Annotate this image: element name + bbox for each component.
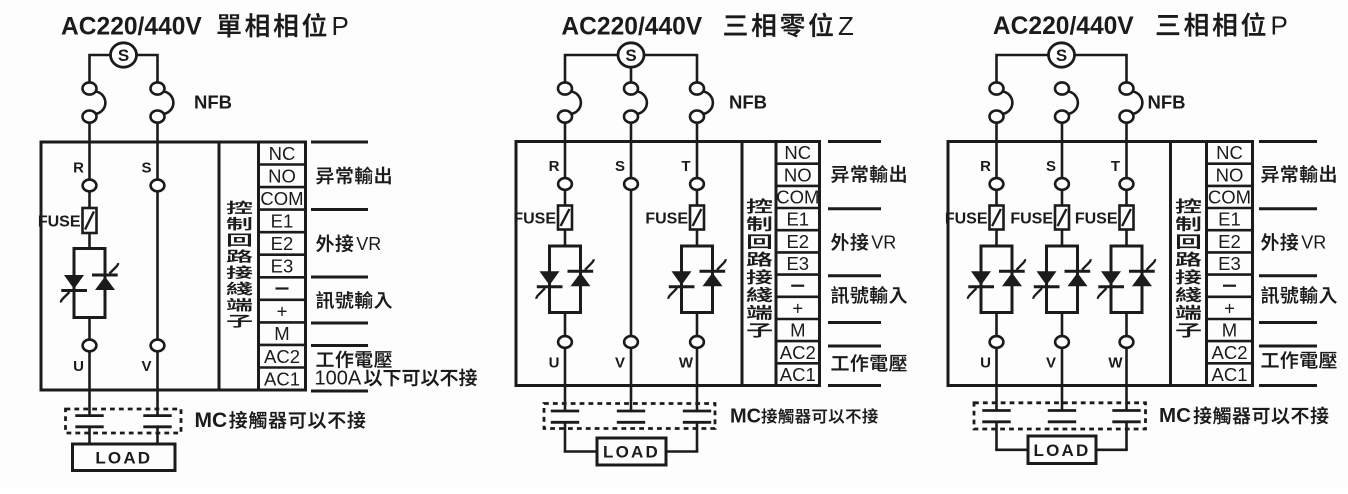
- svg-text:T: T: [1111, 158, 1120, 175]
- svg-text:MC: MC: [1159, 404, 1191, 427]
- svg-text:VR: VR: [356, 234, 381, 254]
- svg-text:W: W: [1108, 355, 1123, 372]
- svg-text:S: S: [141, 160, 151, 177]
- svg-text:+: +: [792, 298, 803, 319]
- svg-text:V: V: [615, 355, 625, 372]
- svg-text:E2: E2: [271, 233, 294, 254]
- svg-text:U: U: [73, 358, 84, 375]
- svg-text:COM: COM: [260, 188, 303, 209]
- svg-text:E1: E1: [786, 209, 809, 230]
- svg-text:M: M: [790, 320, 805, 341]
- svg-text:R: R: [549, 158, 560, 175]
- svg-text:AC2: AC2: [780, 342, 816, 363]
- svg-text:FUSE: FUSE: [513, 210, 556, 227]
- svg-text:AC220/440V: AC220/440V: [61, 14, 202, 41]
- svg-text:S: S: [1056, 46, 1067, 65]
- svg-text:M: M: [1222, 320, 1237, 341]
- svg-text:+: +: [277, 301, 288, 322]
- svg-text:VR: VR: [1301, 233, 1326, 253]
- svg-text:NO: NO: [1216, 164, 1244, 185]
- svg-text:NFB: NFB: [729, 92, 767, 113]
- svg-text:E2: E2: [1218, 231, 1241, 252]
- svg-text:LOAD: LOAD: [1034, 441, 1091, 460]
- svg-text:S: S: [1046, 158, 1056, 175]
- svg-text:S: S: [118, 46, 129, 65]
- svg-text:FUSE: FUSE: [945, 210, 988, 227]
- svg-text:+: +: [1224, 298, 1235, 319]
- svg-text:VR: VR: [871, 233, 896, 253]
- svg-text:T: T: [681, 158, 690, 175]
- svg-text:AC220/440V: AC220/440V: [561, 13, 702, 40]
- svg-text:MC: MC: [730, 406, 761, 428]
- svg-text:E1: E1: [271, 211, 294, 232]
- svg-text:NO: NO: [784, 164, 812, 185]
- svg-text:U: U: [980, 355, 991, 372]
- svg-text:NC: NC: [1216, 142, 1243, 163]
- svg-text:FUSE: FUSE: [645, 210, 688, 227]
- svg-text:COM: COM: [776, 187, 819, 208]
- svg-text:FUSE: FUSE: [38, 213, 81, 230]
- svg-text:E3: E3: [1218, 253, 1241, 274]
- svg-text:NC: NC: [269, 143, 296, 164]
- svg-text:W: W: [679, 355, 694, 372]
- svg-text:E2: E2: [786, 231, 809, 252]
- svg-text:COM: COM: [1208, 187, 1251, 208]
- svg-text:Z: Z: [838, 11, 854, 41]
- svg-text:AC1: AC1: [264, 368, 300, 389]
- svg-text:LOAD: LOAD: [603, 443, 660, 462]
- svg-text:AC2: AC2: [264, 346, 300, 367]
- svg-text:V: V: [1046, 355, 1056, 372]
- svg-text:AC1: AC1: [1212, 364, 1248, 385]
- svg-text:V: V: [141, 358, 151, 375]
- svg-text:NFB: NFB: [1148, 92, 1186, 113]
- svg-text:FUSE: FUSE: [1075, 210, 1118, 227]
- svg-text:AC2: AC2: [1212, 342, 1248, 363]
- svg-text:U: U: [549, 355, 560, 372]
- svg-text:LOAD: LOAD: [95, 448, 152, 467]
- svg-text:AC1: AC1: [780, 364, 816, 385]
- svg-text:E3: E3: [786, 253, 809, 274]
- svg-text:FUSE: FUSE: [1010, 210, 1053, 227]
- svg-text:S: S: [615, 158, 625, 175]
- svg-text:100A: 100A: [315, 367, 362, 389]
- svg-text:E1: E1: [1218, 209, 1241, 230]
- svg-text:P: P: [1271, 11, 1288, 41]
- svg-text:R: R: [73, 160, 84, 177]
- svg-text:S: S: [625, 46, 636, 65]
- svg-text:MC: MC: [195, 409, 228, 432]
- svg-text:M: M: [274, 323, 289, 344]
- svg-text:NC: NC: [784, 142, 811, 163]
- svg-text:R: R: [980, 158, 991, 175]
- svg-text:AC220/440V: AC220/440V: [993, 13, 1134, 40]
- svg-text:NO: NO: [268, 165, 296, 186]
- svg-text:NFB: NFB: [194, 92, 232, 113]
- svg-text:E3: E3: [271, 256, 294, 277]
- svg-text:P: P: [332, 11, 349, 41]
